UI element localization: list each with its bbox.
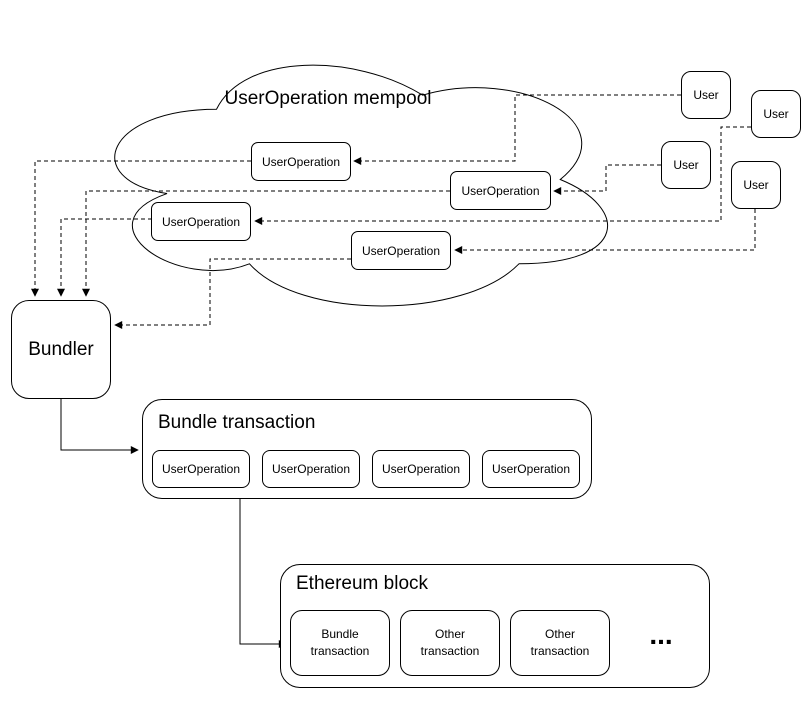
mempool-userop-label-1: UserOperation — [261, 154, 341, 169]
user-box-2: User — [751, 90, 801, 138]
bundle-userop-box-3: UserOperation — [372, 450, 470, 488]
bundler-label: Bundler — [28, 338, 94, 360]
bundle-userop-label-2: UserOperation — [271, 462, 351, 476]
bundle-userop-label-1: UserOperation — [161, 462, 241, 476]
user-label-3: User — [673, 158, 699, 172]
mempool-userop-label-3: UserOperation — [161, 214, 241, 229]
connector-user-a-userop-1 — [353, 94, 681, 165]
bundle-userop-box-2: UserOperation — [262, 450, 360, 488]
mempool-userop-box-2: UserOperation — [450, 171, 551, 210]
bundle-transaction-title: Bundle transaction — [158, 412, 316, 433]
bundler-box: Bundler — [11, 300, 111, 399]
eth-tx-box-2: Other transaction — [400, 610, 500, 676]
user-label-1: User — [693, 88, 719, 102]
user-label-2: User — [763, 107, 789, 121]
bundle-userop-label-4: UserOperation — [491, 462, 571, 476]
eth-tx-3-line-1: Other — [544, 627, 575, 641]
ethereum-block-title: Ethereum block — [296, 573, 429, 594]
bundle-userop-box-1: UserOperation — [152, 450, 250, 488]
connector-user-b-userop-3 — [254, 126, 751, 225]
mempool-cloud-shape — [114, 64, 609, 307]
eth-tx-box-3: Other transaction — [510, 610, 610, 676]
eth-more-transactions-ellipsis: ... — [649, 619, 673, 650]
connector-bundler-bundle-tx — [60, 399, 139, 454]
user-box-4: User — [731, 161, 781, 209]
mempool-userop-box-3: UserOperation — [151, 202, 251, 241]
mempool-userop-box-1: UserOperation — [251, 142, 351, 181]
eth-tx-box-1: Bundle transaction — [290, 610, 390, 676]
bundle-userop-label-3: UserOperation — [381, 462, 461, 476]
connector-user-c-userop-2 — [553, 164, 661, 195]
user-label-4: User — [743, 178, 769, 192]
user-box-3: User — [661, 141, 711, 189]
connector-user-d-userop-4 — [454, 209, 756, 254]
mempool-userop-label-2: UserOperation — [461, 183, 540, 198]
mempool-userop-box-4: UserOperation — [351, 231, 451, 270]
eth-tx-1-line-2: transaction — [310, 644, 370, 658]
connector-userop-2-bundler — [82, 190, 450, 297]
eth-tx-1-line-1: Bundle — [321, 627, 359, 641]
connector-userop-1-bundler — [31, 160, 251, 297]
mempool-userop-label-4: UserOperation — [361, 243, 441, 258]
connector-userop-4-bundler — [114, 258, 351, 329]
mempool-cloud-title: UserOperation mempool — [224, 88, 432, 109]
connector-bundle-tx-eth-block — [239, 499, 287, 648]
eth-tx-2-line-2: transaction — [420, 644, 480, 658]
connector-userop-3-bundler — [57, 218, 152, 297]
eth-tx-2-line-1: Other — [434, 627, 465, 641]
eth-tx-3-line-2: transaction — [530, 644, 590, 658]
user-box-1: User — [681, 71, 731, 119]
bundle-userop-box-4: UserOperation — [482, 450, 580, 488]
